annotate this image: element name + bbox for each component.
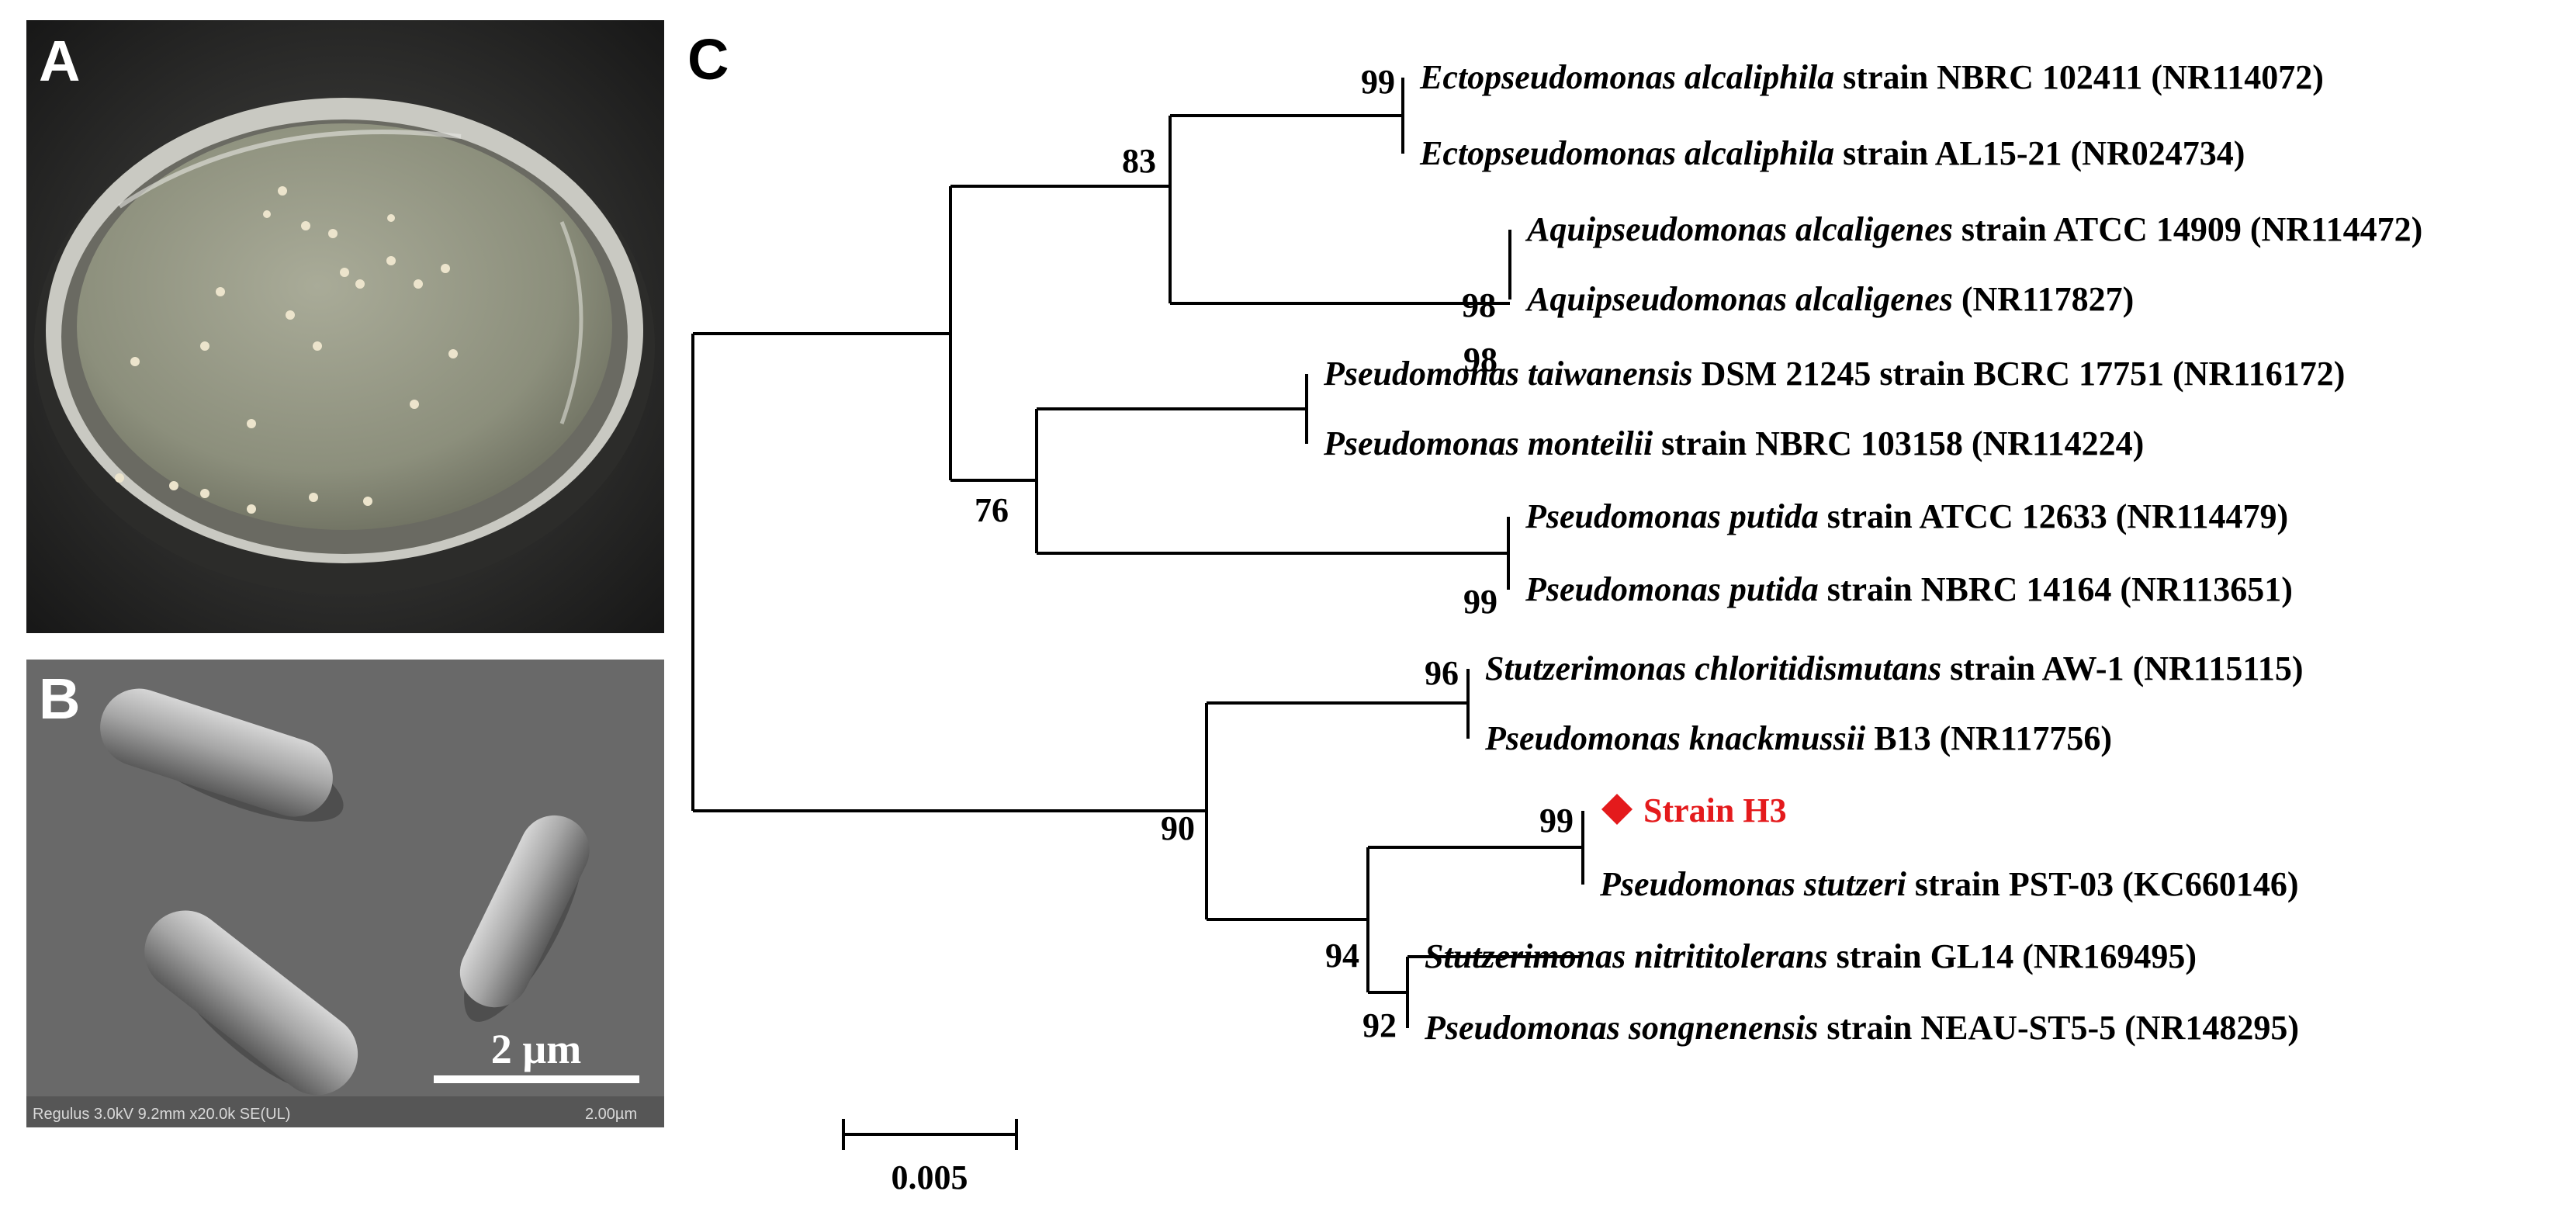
taxon-strain: DSM 21245 strain BCRC 17751 (NR116172) <box>1693 355 2346 393</box>
taxon-strain: strain GL14 (NR169495) <box>1828 937 2197 975</box>
taxon-label: Pseudomonas songnenensis strain NEAU-ST5… <box>1424 1009 2299 1047</box>
bootstrap-value: 90 <box>1161 809 1195 847</box>
bootstrap-value: 92 <box>1362 1006 1397 1044</box>
taxon-name: Pseudomonas taiwanensis DSM 21245 strain… <box>1323 355 2345 393</box>
taxon-strain: strain ATCC 12633 (NR114479) <box>1819 497 2288 535</box>
taxon-name: Aquipseudomonas alcaligenes strain ATCC … <box>1525 210 2422 248</box>
taxon-species: Aquipseudomonas alcaligenes <box>1525 280 1953 318</box>
sem-scale-text: 2.00µm <box>585 1106 637 1123</box>
sem-info-text: Regulus 3.0kV 9.2mm x20.0k SE(UL) <box>33 1106 290 1123</box>
taxon-label: Strain H3 <box>1601 791 1787 829</box>
bacterium-cells <box>100 688 590 1096</box>
taxon-strain: strain NBRC 14164 (NR113651) <box>1819 570 2293 608</box>
taxon-name: Stutzerimonas nitrititolerans strain GL1… <box>1425 937 2197 975</box>
micron-scale-bar <box>434 1075 639 1083</box>
taxon-species: Stutzerimonas nitrititolerans <box>1425 937 1828 975</box>
panel-label-a: A <box>39 29 81 93</box>
bootstrap-value: 96 <box>1425 654 1459 692</box>
taxon-species: Pseudomonas stutzeri <box>1599 865 1907 903</box>
taxon-species: Ectopseudomonas alcaliphila <box>1419 134 1834 172</box>
taxon-label: Pseudomonas knackmussii B13 (NR117756) <box>1484 719 2112 757</box>
taxon-name: Pseudomonas songnenensis strain NEAU-ST5… <box>1424 1009 2299 1047</box>
micron-scale-label: 2 µm <box>491 1026 582 1072</box>
taxon-strain: strain AW-1 (NR115115) <box>1941 649 2304 687</box>
taxon-strain: strain AL15-21 (NR024734) <box>1834 134 2245 172</box>
bootstrap-value: 76 <box>975 491 1009 529</box>
taxon-name: Pseudomonas stutzeri strain PST-03 (KC66… <box>1599 865 2299 903</box>
taxon-species: Pseudomonas monteilii <box>1323 424 1653 462</box>
panel-label-c: C <box>687 27 729 92</box>
taxon-species: Pseudomonas putida <box>1525 497 1819 535</box>
bootstrap-value: 83 <box>1122 142 1156 180</box>
taxon-label: Aquipseudomonas alcaligenes strain ATCC … <box>1525 210 2422 248</box>
taxon-name: Pseudomonas putida strain ATCC 12633 (NR… <box>1525 497 2288 535</box>
bacterial-colonies <box>115 186 458 514</box>
taxon-name: Ectopseudomonas alcaliphila strain NBRC … <box>1419 58 2324 96</box>
taxon-label: Pseudomonas monteilii strain NBRC 103158… <box>1323 424 2144 462</box>
taxon-strain: strain PST-03 (KC660146) <box>1906 865 2299 903</box>
taxon-species: Aquipseudomonas alcaligenes <box>1525 210 1953 248</box>
panel-label-b: B <box>39 667 81 731</box>
bootstrap-value: 99 <box>1463 583 1497 621</box>
taxon-label: Pseudomonas taiwanensis DSM 21245 strain… <box>1323 355 2345 393</box>
petri-dish-photo <box>26 20 664 633</box>
bootstrap-value: 99 <box>1539 802 1574 840</box>
taxon-label: Pseudomonas putida strain NBRC 14164 (NR… <box>1525 570 2293 608</box>
taxon-strain: strain NEAU-ST5-5 (NR148295) <box>1818 1009 2299 1047</box>
taxon-label: Ectopseudomonas alcaliphila strain AL15-… <box>1419 134 2245 172</box>
taxon-label: Aquipseudomonas alcaligenes (NR117827) <box>1525 280 2134 318</box>
taxon-label: Ectopseudomonas alcaliphila strain NBRC … <box>1419 58 2324 96</box>
taxon-strain: B13 (NR117756) <box>1865 719 2112 757</box>
taxon-species: Pseudomonas songnenensis <box>1424 1009 1818 1047</box>
distance-scale-bar: 0.005 <box>842 1119 1018 1196</box>
diamond-marker-icon <box>1601 794 1633 825</box>
taxon-strain: strain ATCC 14909 (NR114472) <box>1953 210 2422 248</box>
bootstrap-value: 98 <box>1462 286 1496 324</box>
taxon-strain: strain NBRC 102411 (NR114072) <box>1834 58 2324 96</box>
sem-micrograph: Regulus 3.0kV 9.2mm x20.0k SE(UL) 2.00µm… <box>26 660 664 1127</box>
taxon-label: Pseudomonas stutzeri strain PST-03 (KC66… <box>1599 865 2299 903</box>
taxon-label: Stutzerimonas chloritidismutans strain A… <box>1485 649 2304 687</box>
bootstrap-value: 98 <box>1463 341 1497 379</box>
distance-scale-label: 0.005 <box>892 1158 968 1196</box>
taxon-label: Stutzerimonas nitrititolerans strain GL1… <box>1425 937 2197 975</box>
bootstrap-value: 99 <box>1361 63 1395 101</box>
taxon-species: Pseudomonas taiwanensis <box>1323 355 1693 393</box>
taxon-name: Ectopseudomonas alcaliphila strain AL15-… <box>1419 134 2245 172</box>
taxon-species: Stutzerimonas chloritidismutans <box>1485 649 1941 687</box>
taxon-species: Pseudomonas knackmussii <box>1484 719 1866 757</box>
taxon-name: Stutzerimonas chloritidismutans strain A… <box>1485 649 2304 687</box>
taxon-species: Pseudomonas putida <box>1525 570 1819 608</box>
taxon-labels: Ectopseudomonas alcaliphila strain NBRC … <box>1323 58 2422 1047</box>
taxon-name: Aquipseudomonas alcaligenes (NR117827) <box>1525 280 2134 318</box>
taxon-species: Ectopseudomonas alcaliphila <box>1419 58 1834 96</box>
taxon-name: Strain H3 <box>1643 791 1787 829</box>
taxon-strain: strain NBRC 103158 (NR114224) <box>1653 424 2144 462</box>
taxon-strain: (NR117827) <box>1953 280 2134 318</box>
bootstrap-value: 94 <box>1325 937 1359 975</box>
taxon-name: Pseudomonas monteilii strain NBRC 103158… <box>1323 424 2144 462</box>
taxon-label: Pseudomonas putida strain ATCC 12633 (NR… <box>1525 497 2288 535</box>
taxon-name: Pseudomonas knackmussii B13 (NR117756) <box>1484 719 2112 757</box>
taxon-name: Pseudomonas putida strain NBRC 14164 (NR… <box>1525 570 2293 608</box>
tree-branches <box>691 78 1584 1028</box>
